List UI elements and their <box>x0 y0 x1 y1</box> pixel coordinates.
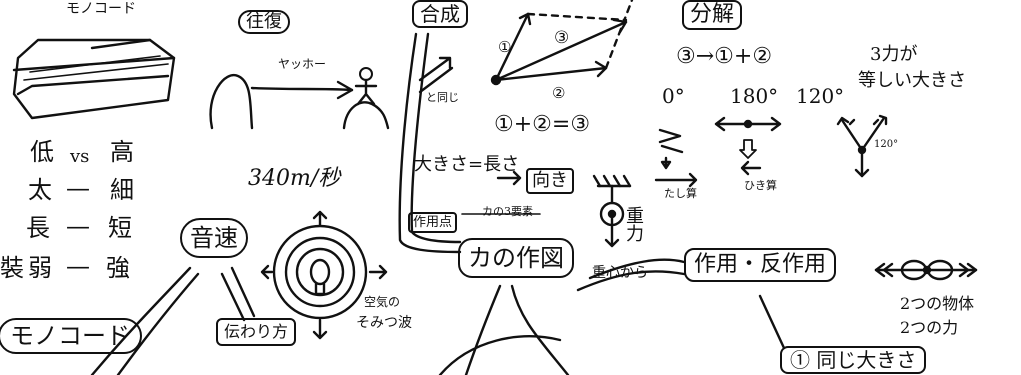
composition-branch <box>398 32 462 254</box>
same-size-node: ① 同じ大きさ <box>780 346 927 374</box>
vector-1-label: ① <box>498 38 512 56</box>
force-diagram-node: カの作図 <box>458 238 574 278</box>
sound-wave-sketch <box>260 210 388 340</box>
vector-composition-sketch <box>490 0 634 86</box>
decomposition-formula: ③→①+② <box>676 44 773 69</box>
action-reaction-node: 作用・反作用 <box>684 248 837 282</box>
pitch-low: 低 <box>30 138 54 166</box>
gravity-sketch <box>592 174 632 248</box>
sound-char: 音 <box>190 224 214 252</box>
round-trip-node: 往復 <box>238 10 290 34</box>
angle-small-label: 120° <box>874 139 899 150</box>
action-reaction-sketch <box>874 259 978 281</box>
dash-2: — <box>66 212 90 240</box>
monochord-sketch <box>12 38 176 120</box>
three-forces-line2: 等しい大きさ <box>858 70 966 91</box>
transmission-node: 伝わり方 <box>216 318 297 346</box>
point-of-action-node: 作用点 <box>408 212 458 233</box>
yahho-label: ヤッホー <box>278 57 327 71</box>
two-forces-label: 2つの力 <box>900 318 959 337</box>
same-label: と同じ <box>426 91 459 104</box>
echo-sketch <box>209 67 390 130</box>
pitch-high: 高 <box>110 138 134 166</box>
sound-speed-node: 音速 <box>180 218 248 258</box>
short-label: 短 <box>108 214 132 242</box>
vector-2-label: ② <box>552 84 566 102</box>
direction-arrow <box>496 170 522 186</box>
weak-left-label: 裝 <box>0 254 24 282</box>
sub-label: ひき算 <box>744 179 777 192</box>
monochord-node: モノコード <box>0 318 142 354</box>
pitch-vs: vs <box>70 146 90 167</box>
sound-branches <box>90 266 256 375</box>
speed-char: 速 <box>214 224 238 252</box>
direction-node: 向き <box>526 168 574 194</box>
three-forces-line1: 3力が <box>870 44 918 65</box>
from-center-label: 重心から <box>592 265 648 281</box>
decomposition-node: 分解 <box>682 0 743 30</box>
add-label: たし算 <box>664 187 697 200</box>
force-branches <box>438 258 686 375</box>
two-objects-label: 2つの物体 <box>900 294 975 313</box>
composition-node: 合成 <box>412 0 468 28</box>
angle-120-label: 120° <box>796 84 845 108</box>
angle-0-label: 0° <box>662 84 685 108</box>
three-elements-label: カの3要素 <box>482 205 533 218</box>
monochord-title: モノコード <box>66 1 136 17</box>
thin-label: 細 <box>110 176 134 204</box>
decomposition-sketch <box>654 114 888 188</box>
dash-3: — <box>66 252 90 280</box>
speed-label: 340m/秒 <box>248 166 341 191</box>
sum-formula: ①+②=③ <box>494 112 591 137</box>
air-wave-line2: そみつ波 <box>356 315 412 331</box>
angle-180-label: 180° <box>730 84 779 108</box>
air-wave-line1: 空気の <box>364 295 401 309</box>
weak-label: 弱 <box>28 254 52 282</box>
dash-1: — <box>66 174 90 202</box>
magnitude-label: 大きさ=長さ <box>414 154 520 175</box>
thick-label: 太 <box>28 176 52 204</box>
strong-label: 強 <box>106 254 130 282</box>
action-reaction-branch <box>758 294 786 350</box>
vector-3-label: ③ <box>554 28 570 48</box>
gravity-label: 重力 <box>623 206 644 242</box>
same-arrows <box>418 56 454 94</box>
long-label: 長 <box>26 214 50 242</box>
